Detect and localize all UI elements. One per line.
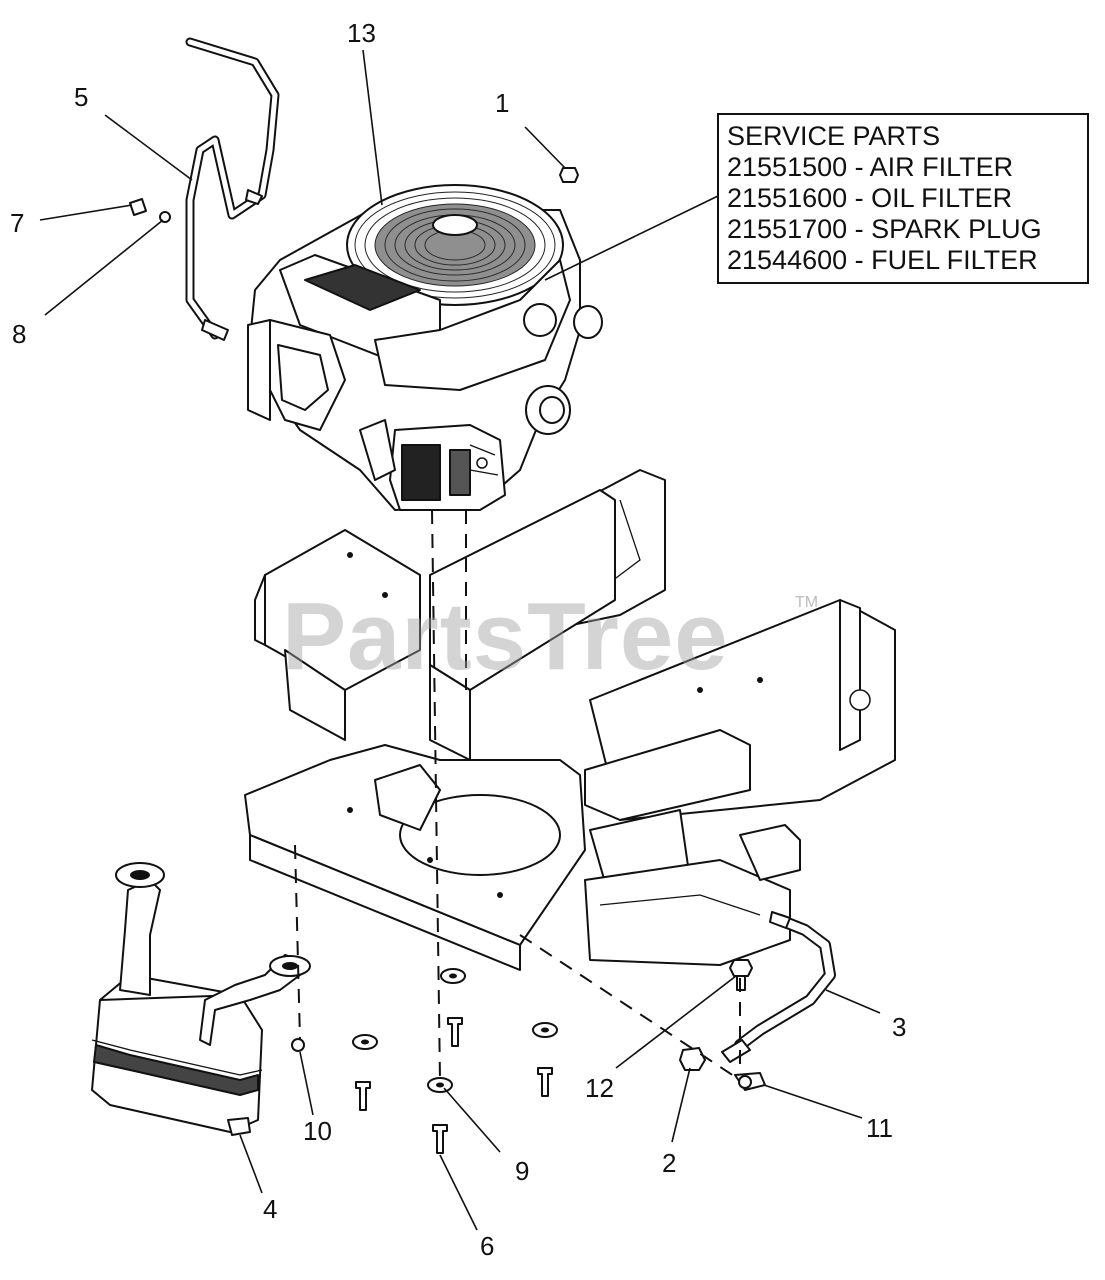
callout-9: 9 xyxy=(515,1156,529,1186)
callout-2: 2 xyxy=(662,1148,676,1178)
part-2-cap xyxy=(679,1047,706,1071)
muffler xyxy=(91,862,311,1136)
part-1-nut xyxy=(559,167,579,183)
callout-3: 3 xyxy=(892,1012,906,1042)
callout-10: 10 xyxy=(303,1116,332,1146)
callout-labels: 1 2 3 4 5 6 7 8 9 10 11 12 13 xyxy=(10,18,906,1261)
callout-7: 7 xyxy=(10,208,24,238)
breather-tube xyxy=(185,37,280,341)
flywheel-screen xyxy=(354,191,556,299)
callout-1: 1 xyxy=(495,88,509,118)
service-part-oil-filter: 21551600 - OIL FILTER xyxy=(727,183,1013,213)
part-7-screw xyxy=(129,198,147,216)
watermark-tm: TM xyxy=(795,594,819,611)
leader-lines xyxy=(39,49,881,1231)
callout-5: 5 xyxy=(74,82,88,112)
service-part-fuel-filter: 21544600 - FUEL FILTER xyxy=(727,245,1038,275)
alignment-lines xyxy=(294,509,741,1081)
chassis-frame xyxy=(244,469,896,971)
part-11-clamp xyxy=(734,1072,766,1091)
callout-6: 6 xyxy=(480,1231,494,1261)
callout-8: 8 xyxy=(12,319,26,349)
callout-11: 11 xyxy=(866,1113,893,1143)
watermark: PartsTree xyxy=(282,583,729,690)
service-part-air-filter: 21551500 - AIR FILTER xyxy=(727,152,1014,182)
service-parts-title: SERVICE PARTS xyxy=(727,121,941,151)
engine xyxy=(247,184,603,511)
callout-4: 4 xyxy=(263,1194,277,1224)
service-parts-box: SERVICE PARTS 21551500 - AIR FILTER 2155… xyxy=(717,113,1089,284)
callout-13: 13 xyxy=(347,18,376,48)
callout-12: 12 xyxy=(585,1073,614,1103)
fuel-hose xyxy=(721,911,836,1063)
service-part-spark-plug: 21551700 - SPARK PLUG xyxy=(727,214,1042,244)
fasteners xyxy=(291,968,558,1154)
